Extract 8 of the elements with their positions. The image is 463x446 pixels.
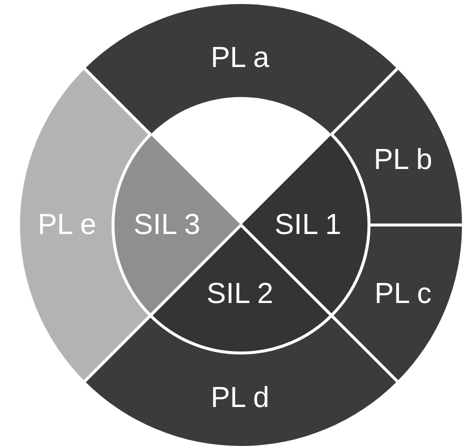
segment-label: SIL 1	[274, 209, 342, 241]
segment-label: SIL 2	[206, 278, 274, 310]
segment-label: PL c	[374, 278, 432, 310]
segment-label: PL d	[210, 382, 270, 414]
segment-label: PL e	[38, 209, 96, 241]
segment-label: PL b	[374, 144, 432, 176]
segment-label: PL a	[210, 42, 270, 74]
segment-label: SIL 3	[134, 209, 200, 241]
